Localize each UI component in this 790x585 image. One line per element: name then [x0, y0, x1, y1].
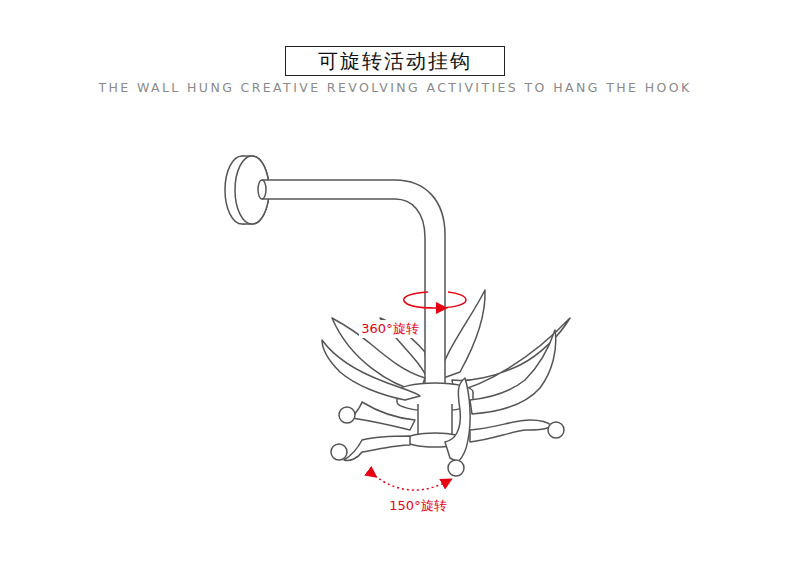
title-text: 可旋转活动挂钩: [318, 48, 472, 75]
rotation-label: 150°旋转: [387, 497, 448, 515]
subtitle: THE WALL HUNG CREATIVE REVOLVING ACTIVIT…: [98, 80, 691, 95]
rotation-label: 360°旋转: [359, 320, 420, 338]
